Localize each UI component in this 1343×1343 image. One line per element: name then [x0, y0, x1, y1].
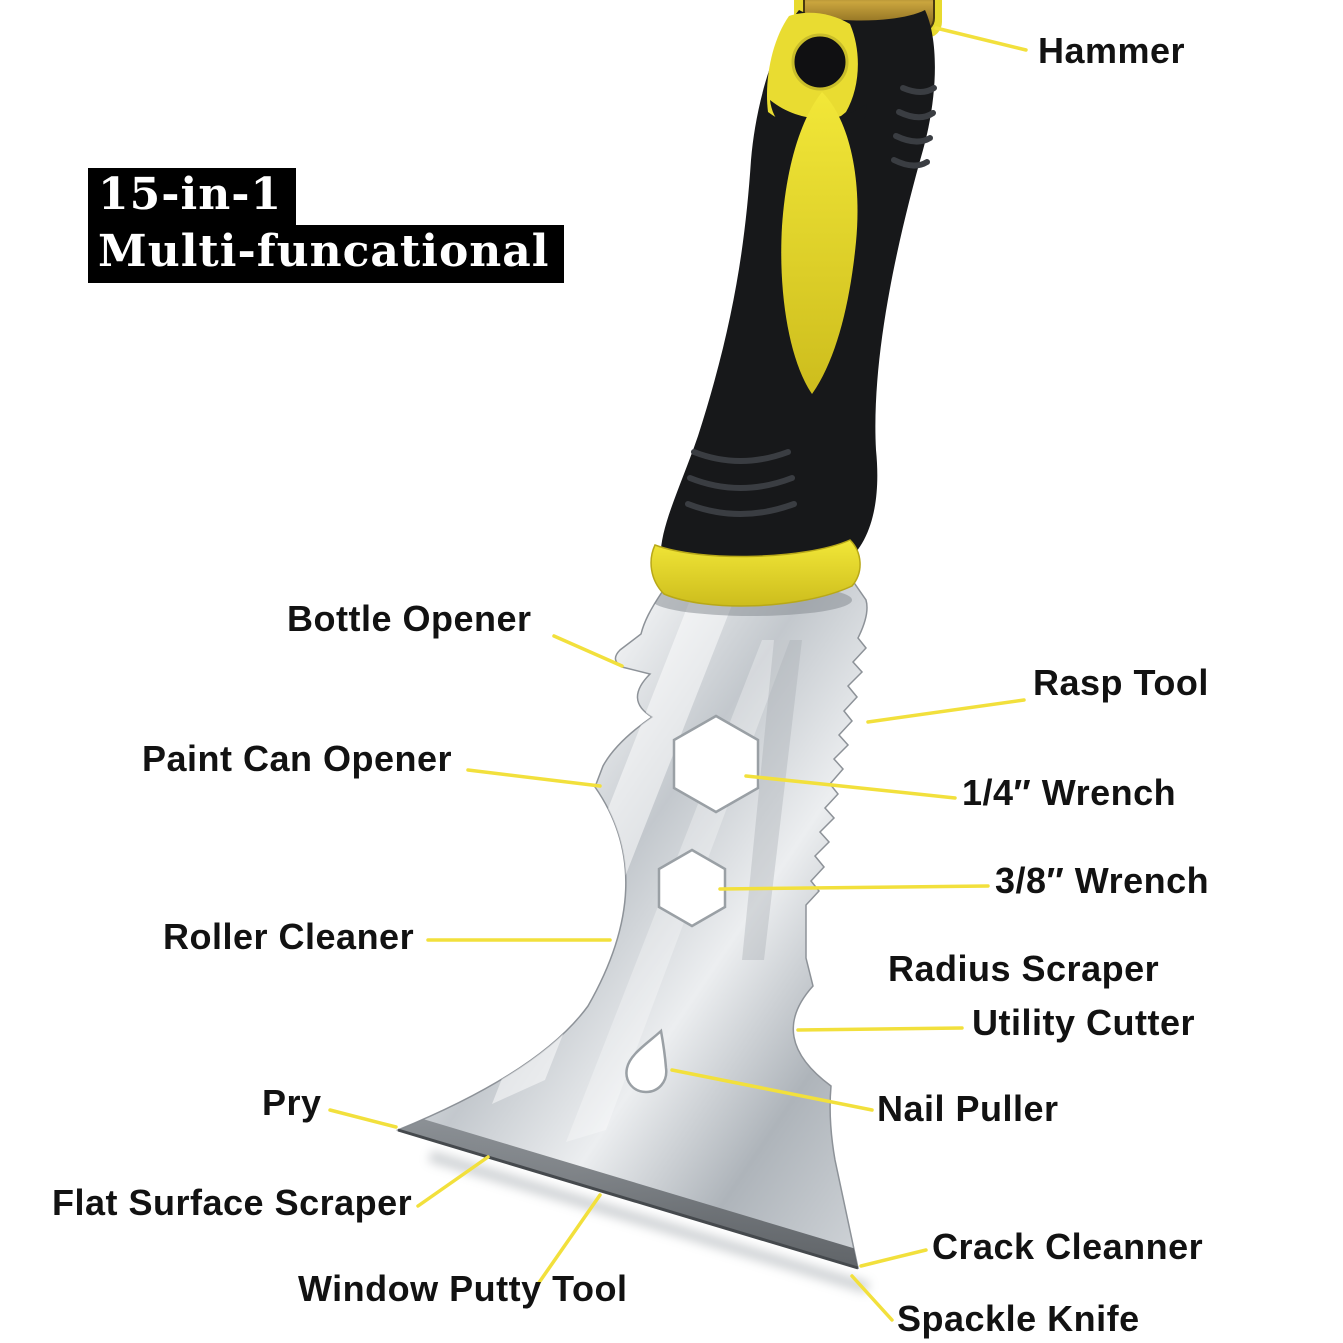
hex-hole-quarter: [672, 714, 760, 814]
leader-line-wrench-quarter: [744, 774, 957, 800]
leader-line-utility-cutter: [796, 1026, 964, 1032]
blade-shadow: [428, 1150, 870, 1294]
label-paint-can-opener: Paint Can Opener: [142, 738, 453, 779]
label-wrench-quarter: 1/4″ Wrench: [962, 772, 1177, 813]
label-flat-surface-scraper: Flat Surface Scraper: [52, 1182, 413, 1223]
leader-line-hammer: [934, 26, 1028, 52]
scraper-edge-line: [397, 1128, 859, 1270]
leader-line-window-putty-tool: [536, 1193, 602, 1286]
leader-lines: [328, 26, 1028, 1322]
leader-line-flat-surface-scraper: [416, 1155, 490, 1208]
lanyard-hole: [791, 33, 849, 91]
label-wrench-three-eighth: 3/8″ Wrench: [995, 860, 1210, 901]
label-utility-cutter: Utility Cutter: [972, 1002, 1195, 1043]
leader-line-paint-can-opener: [466, 768, 602, 788]
label-radius-scraper: Radius Scraper: [888, 948, 1160, 989]
label-pry: Pry: [262, 1082, 322, 1123]
leader-line-spackle-knife: [850, 1274, 894, 1322]
label-nail-puller: Nail Puller: [877, 1088, 1059, 1129]
label-crack-cleanner: Crack Cleanner: [932, 1226, 1204, 1267]
leader-line-rasp-tool: [866, 698, 1026, 724]
label-roller-cleaner: Roller Cleaner: [163, 916, 415, 957]
badge-line-2: Multi-funcational: [88, 225, 564, 283]
hex-hole-three-eighth: [657, 848, 727, 928]
leader-line-bottle-opener: [552, 634, 624, 668]
badge-line-1: 15-in-1: [88, 168, 297, 226]
handle: [650, 0, 942, 607]
label-rasp-tool: Rasp Tool: [1033, 662, 1209, 703]
grip-ridges-bottom: [685, 449, 797, 517]
nail-puller-hole: [625, 1028, 668, 1094]
label-bottle-opener: Bottle Opener: [287, 598, 532, 639]
grip-ridges-top: [891, 85, 937, 169]
label-spackle-knife: Spackle Knife: [897, 1298, 1140, 1339]
label-window-putty-tool: Window Putty Tool: [298, 1268, 628, 1309]
label-hammer: Hammer: [1038, 30, 1186, 71]
leader-line-nail-puller: [670, 1068, 874, 1112]
handle-yellow-inlay: [781, 92, 858, 394]
leader-line-wrench-three-eighth: [718, 884, 990, 891]
leader-line-crack-cleanner: [859, 1248, 928, 1268]
title-badge: 15-in-1 Multi-funcational: [88, 168, 564, 283]
handle-collar: [650, 539, 861, 607]
leader-line-pry: [328, 1108, 398, 1129]
